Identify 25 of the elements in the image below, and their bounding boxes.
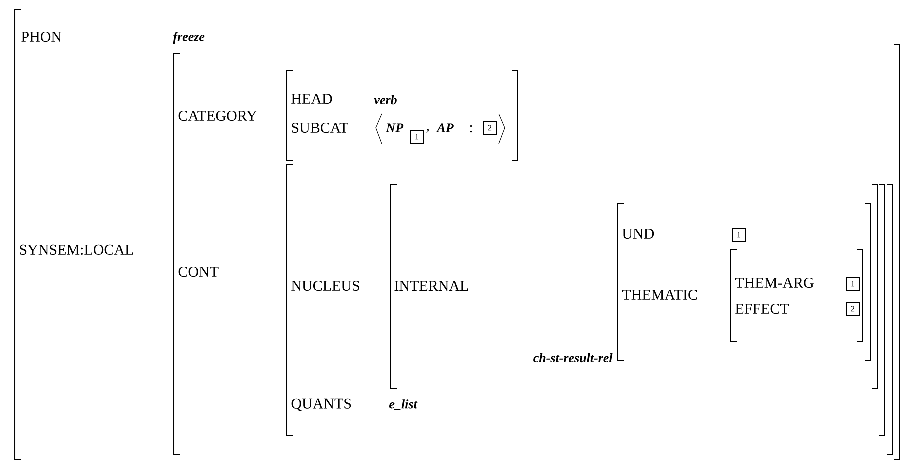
feature-name: INTERNAL [394, 281, 468, 291]
tag-box: 2 [846, 302, 860, 316]
feature-value: e_list [390, 400, 418, 410]
tag-box: 1 [846, 277, 860, 291]
feature-value: AP [436, 124, 454, 132]
tag-box: 1 [410, 130, 424, 144]
feature-name: HEAD [292, 94, 332, 104]
feature-name: SYNSEM:LOCAL [20, 244, 134, 256]
feature-value: verb [374, 95, 397, 105]
punctuation: , [426, 129, 429, 133]
feature-name: SUBCAT [292, 122, 348, 134]
tag-box: 1 [732, 228, 746, 242]
feature-name: CONT [178, 266, 219, 278]
feature-value: freeze [173, 32, 205, 44]
tag-box: 2 [483, 121, 497, 135]
feature-name: EFFECT [736, 304, 790, 314]
feature-name: UND [622, 229, 654, 239]
feature-name: CATEGORY [178, 110, 257, 122]
feature-value: ch-st-result-rel [534, 353, 613, 363]
feature-name: QUANTS [292, 398, 352, 412]
feature-name: PHON [22, 32, 62, 42]
feature-value: NP [386, 124, 404, 132]
feature-name: THEMATIC [622, 290, 698, 300]
feature-name: NUCLEUS [292, 280, 360, 292]
feature-name: THEM-ARG [735, 278, 814, 288]
